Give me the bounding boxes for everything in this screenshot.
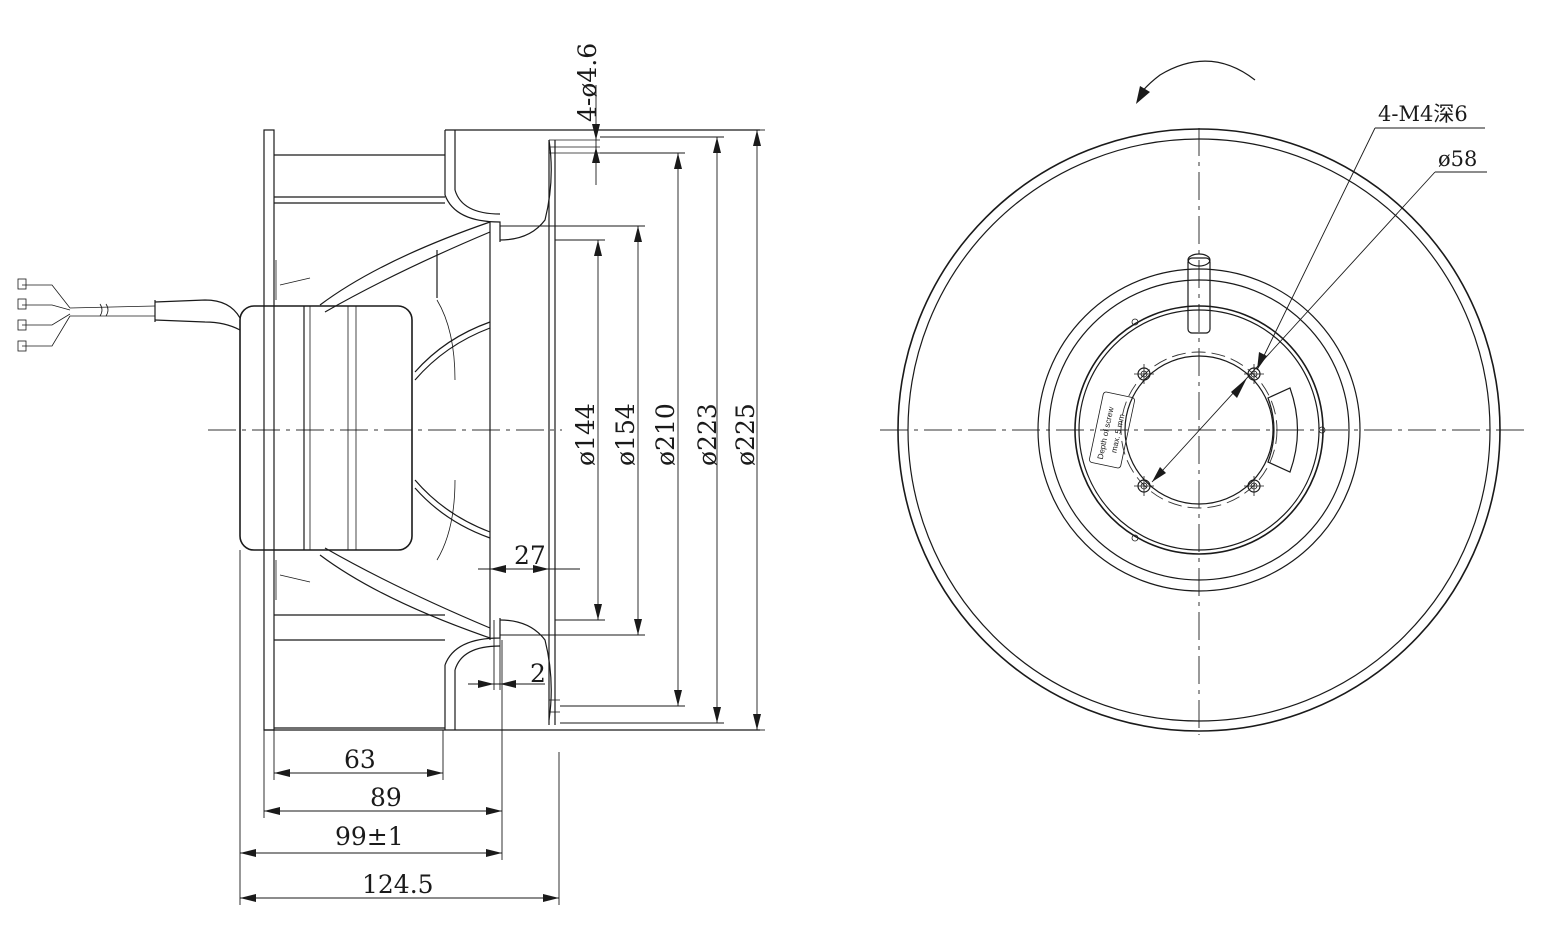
motor-flange-inner-ring [1048, 279, 1350, 581]
dim-124-label: 124.5 [362, 870, 434, 899]
rotation-arrow [1136, 60, 1256, 104]
bolt-circle [1120, 351, 1278, 509]
d58-leader [1151, 171, 1487, 483]
electronics-cover [1267, 387, 1299, 473]
length-dimensions [239, 550, 580, 905]
impeller-blades [279, 221, 491, 639]
dim-89-label: 89 [370, 783, 402, 812]
dim-d225-label: ø225 [731, 403, 760, 466]
dim-d223-label: ø223 [693, 403, 722, 466]
d58-label: ø58 [1438, 147, 1477, 171]
motor-hub-circle [1124, 355, 1274, 505]
cable-assembly [17, 278, 241, 352]
cable-outlet [1187, 253, 1211, 334]
dim-d154-label: ø154 [611, 403, 640, 466]
motor-body [239, 305, 413, 551]
dim-99-label: 99±1 [335, 822, 404, 851]
dim-63-label: 63 [344, 745, 376, 774]
impeller-inner-ring [907, 138, 1491, 722]
mounting-flange [263, 129, 445, 731]
dim-d144-label: ø144 [571, 403, 600, 466]
dim-2-label: 2 [530, 659, 546, 688]
impeller-outer-ring [897, 128, 1501, 732]
inlet-ring [499, 139, 600, 725]
diameter-dimensions [500, 85, 765, 731]
dim-d210-label: ø210 [651, 403, 680, 466]
side-view: 4-ø4.6 ø144 ø154 ø210 ø223 ø225 27 2 63 … [17, 43, 765, 905]
impeller-shroud [444, 129, 760, 731]
motor-rotor-ring [1074, 305, 1324, 555]
dim-27-label: 27 [514, 541, 546, 570]
dim-top-holes-label: 4-ø4.6 [573, 43, 602, 122]
front-view: Depth of screw max. 5 mm [880, 60, 1525, 735]
thread-label: 4-M4深6 [1378, 102, 1468, 126]
threaded-holes [1134, 364, 1264, 496]
motor-flange-ring [1037, 268, 1361, 592]
